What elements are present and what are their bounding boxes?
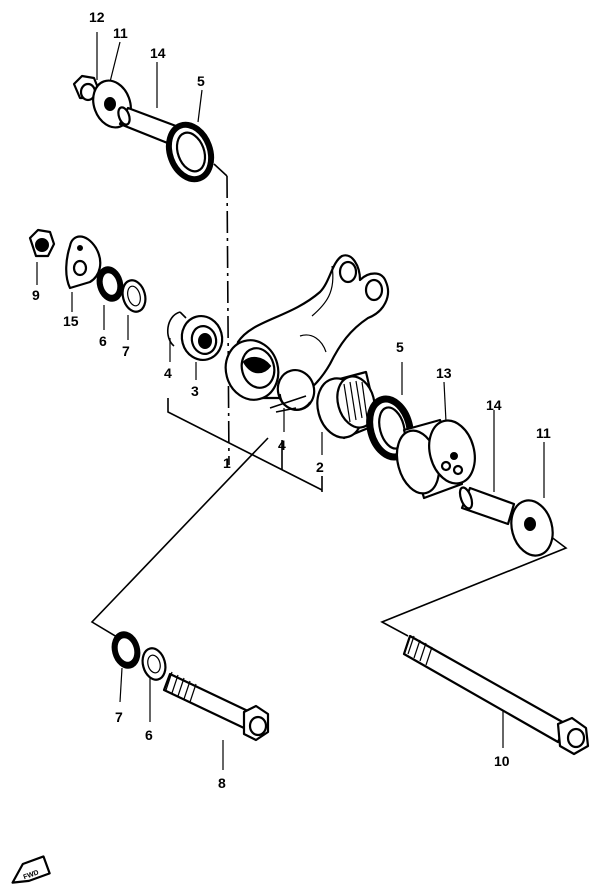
bearing-3 [180, 315, 224, 361]
washer-11-right [510, 499, 554, 557]
callout-11-right: 11 [536, 425, 551, 441]
circlip-4-left [167, 311, 187, 347]
washer-6-bottom [141, 647, 167, 681]
left-small-parts [28, 228, 147, 313]
callout-3: 3 [191, 383, 199, 399]
cushion-lever-1 [224, 254, 390, 411]
callout-4-left: 4 [164, 365, 172, 381]
callout-14-right: 14 [486, 397, 502, 413]
bolt-10 [402, 634, 590, 756]
seal-5-top [165, 121, 215, 183]
washer-7-left [121, 279, 147, 313]
callout-9: 9 [32, 287, 40, 303]
callout-6-left: 6 [99, 333, 107, 349]
bolt-8 [162, 671, 270, 742]
leader-lines [36, 32, 545, 770]
alignment-axes [90, 163, 568, 641]
plate-15 [65, 235, 102, 290]
callout-15: 15 [63, 313, 79, 329]
callout-7-left: 7 [122, 343, 130, 359]
washer-7-bottom [111, 631, 141, 669]
pin-14-right [458, 486, 516, 526]
callout-5-right: 5 [396, 339, 404, 355]
callout-2: 2 [316, 459, 324, 475]
top-pin-assembly [72, 74, 215, 183]
collar-13 [395, 418, 476, 500]
callout-14-top: 14 [150, 45, 166, 61]
callout-10: 10 [494, 753, 510, 769]
circlip-4-mid [269, 393, 311, 413]
callout-labels: 12 11 14 5 9 15 6 7 4 3 4 1 2 5 13 14 11… [32, 9, 551, 791]
callout-6-bottom: 6 [145, 727, 153, 743]
callout-7-bottom: 7 [115, 709, 123, 725]
washer-6-left [96, 266, 124, 302]
nut-9 [28, 228, 56, 258]
callout-12: 12 [89, 9, 105, 25]
forward-arrow-badge: FWD [11, 855, 51, 884]
callout-5-top: 5 [197, 73, 205, 89]
callout-11-top: 11 [113, 25, 128, 41]
callout-1: 1 [223, 455, 231, 471]
callout-4-mid: 4 [278, 437, 286, 453]
callout-13: 13 [436, 365, 452, 381]
callout-8: 8 [218, 775, 226, 791]
